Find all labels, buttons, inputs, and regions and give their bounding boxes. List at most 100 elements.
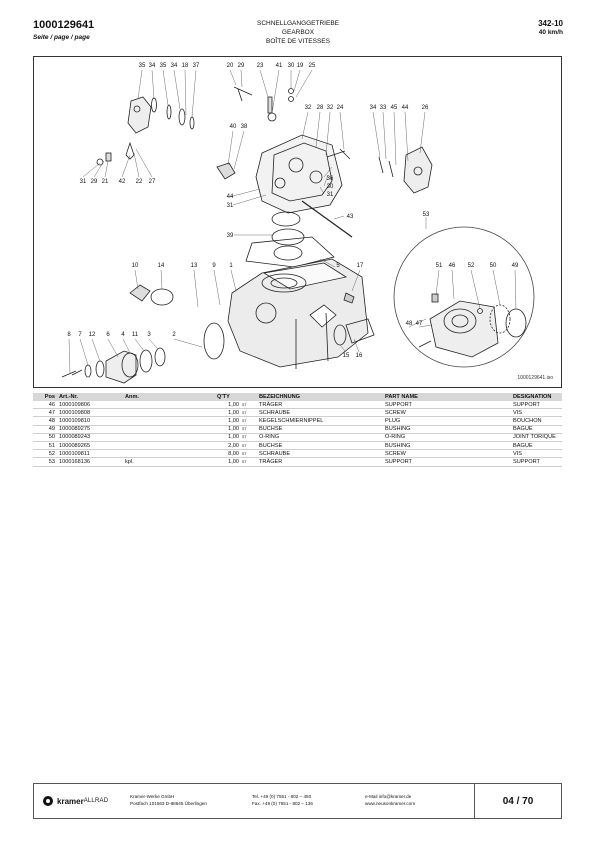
cell-bezeichnung: TRÄGER <box>257 457 383 467</box>
callout-number: 48 <box>406 321 413 327</box>
callout-number: 49 <box>512 263 519 269</box>
page-label: Seite / page / page <box>33 34 90 41</box>
callout-number: 37 <box>193 63 200 69</box>
cell-designation: SUPPORT <box>511 457 562 467</box>
cell-remark <box>123 433 215 442</box>
col-part-name: PART NAME <box>383 393 511 401</box>
cell-bezeichnung: SCHRAUBE <box>257 449 383 459</box>
cell-pos: 53 <box>33 457 57 467</box>
callout-number: 31 <box>227 203 234 209</box>
qty-unit: ST <box>242 459 247 464</box>
cell-article: 1000109811 <box>57 449 123 459</box>
cell-article: 1000089243 <box>57 433 123 442</box>
callout-number: 32 <box>305 105 312 111</box>
callout-number: 25 <box>309 63 316 69</box>
website-url: www.neusonkramer.com <box>365 800 416 806</box>
title-fr: BOÎTE DE VITESSES <box>266 38 330 45</box>
callout-number: 31 <box>327 192 334 198</box>
callout-number: 47 <box>416 321 423 327</box>
cell-pos: 46 <box>33 401 57 410</box>
qty-unit: ST <box>242 410 247 415</box>
callout-number: 23 <box>257 63 264 69</box>
fax-number: Fax. +49 (0) 7551 - 802 – 136 <box>252 800 313 806</box>
cell-designation: BAGUE <box>511 441 562 451</box>
cell-pos: 50 <box>33 433 57 442</box>
group-code: 342-10 <box>538 19 563 28</box>
contact-block: e-Mail info@kramer.de www.neusonkramer.c… <box>365 794 415 807</box>
qty-value: 1,00 <box>228 458 239 465</box>
callout-number: 34 <box>171 63 178 69</box>
callout-number: 8 <box>67 332 71 338</box>
callout-number: 31 <box>80 179 87 185</box>
qty-value: 1,00 <box>228 409 239 416</box>
cell-part-name: SUPPORT <box>383 457 511 467</box>
callout-number: 17 <box>357 263 364 269</box>
callout-number: 18 <box>182 63 189 69</box>
postal-address: Postfach 101563 D-88645 Überlingen <box>130 800 207 806</box>
callout-number: 34 <box>149 63 156 69</box>
callout-number: 12 <box>89 332 96 338</box>
kramer-logo-icon <box>43 796 53 806</box>
phone-number: Tel. +49 (0) 7551 - 802 – 450 <box>252 794 312 799</box>
callout-number: 53 <box>423 212 430 218</box>
callout-number: 32 <box>327 105 334 111</box>
header-left: 1000129641 Seite / page / page <box>33 19 94 41</box>
qty-value: 1,00 <box>228 417 239 424</box>
callout-number: 35 <box>160 63 167 69</box>
title-en: GEARBOX <box>281 29 315 36</box>
cell-designation: SUPPORT <box>511 401 562 410</box>
cell-part-name: PLUG <box>383 416 511 426</box>
cell-bezeichnung: BUCHSE <box>257 441 383 451</box>
cell-bezeichnung: TRÄGER <box>257 401 383 410</box>
speed-variant: 40 km/h <box>538 29 563 36</box>
callout-number: 44 <box>227 194 234 200</box>
cell-article: 1000109808 <box>57 408 123 418</box>
callout-number: 3 <box>147 332 151 338</box>
callout-number: 34 <box>370 105 377 111</box>
callout-number: 16 <box>356 353 363 359</box>
cell-part-name: BUSHING <box>383 425 511 434</box>
cell-remark <box>123 449 215 459</box>
callout-number: 11 <box>132 332 139 338</box>
col-bezeichnung: BEZEICHNUNG <box>257 393 383 401</box>
callout-number: 33 <box>380 105 387 111</box>
email-address: e-Mail info@kramer.de <box>365 794 412 799</box>
company-name: Kramer-Werke GmbH <box>130 794 175 799</box>
cell-remark <box>123 425 215 434</box>
cell-bezeichnung: KEGELSCHMIERNIPPEL <box>257 416 383 426</box>
cell-designation: VIS <box>511 408 562 418</box>
callout-number: 39 <box>227 233 234 239</box>
callout-number: 43 <box>347 214 354 220</box>
header-title: SCHNELLGANGGETRIEBE GEARBOX BOÎTE DE VIT… <box>200 19 396 46</box>
company-address: Kramer-Werke GmbH Postfach 101563 D-8864… <box>130 794 207 807</box>
callout-number: 35 <box>139 63 146 69</box>
callout-number: 19 <box>297 63 304 69</box>
brand-name: kramer <box>57 796 84 806</box>
cell-article: 1000109810 <box>57 416 123 426</box>
table-header-row: Pos Art.-Nr. Anm. Q'TY BEZEICHNUNG PART … <box>33 393 562 401</box>
callout-number: 51 <box>436 263 443 269</box>
cell-bezeichnung: BUCHSE <box>257 425 383 434</box>
col-designation: DESIGNATION <box>511 393 562 401</box>
cell-pos: 47 <box>33 408 57 418</box>
qty-unit: ST <box>242 435 247 440</box>
cell-part-name: SUPPORT <box>383 401 511 410</box>
cell-remark <box>123 441 215 451</box>
col-article: Art.-Nr. <box>57 393 123 401</box>
qty-value: 2,00 <box>228 442 239 449</box>
cell-designation: BOUCHON <box>511 416 562 426</box>
cell-article: 1000109806 <box>57 401 123 410</box>
cell-article: 1000168136 <box>57 457 123 467</box>
callout-number: 2 <box>172 332 176 338</box>
document-number: 1000129641 <box>33 19 95 31</box>
cell-remark <box>123 416 215 426</box>
col-pos: Pos <box>33 393 57 401</box>
